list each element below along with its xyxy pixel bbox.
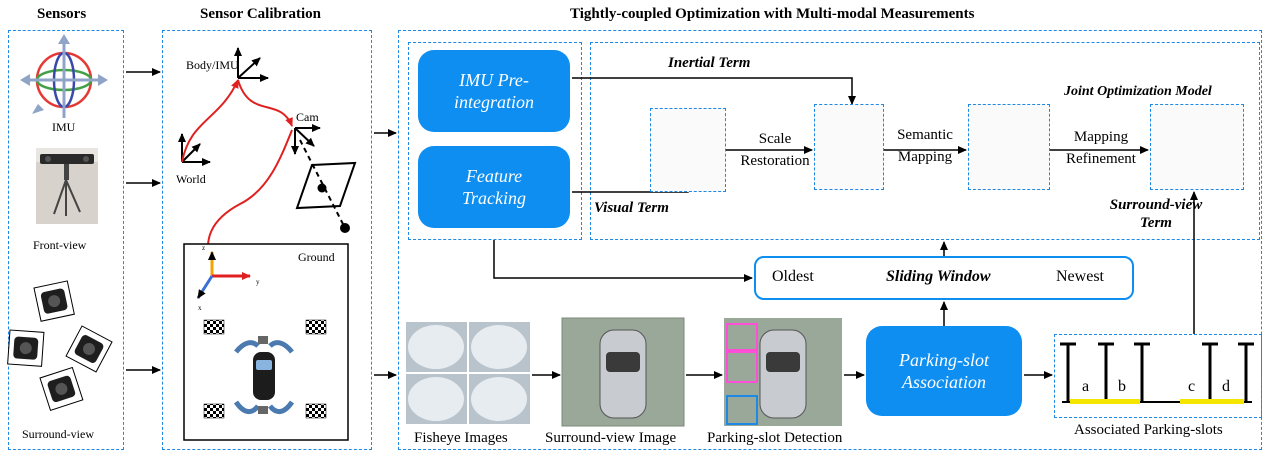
scale-restoration-label: Scale Restoration xyxy=(740,131,810,169)
joint-model-panel xyxy=(590,42,1260,240)
associated-slots-label: Associated Parking-slots xyxy=(1074,422,1223,438)
surround-view-label: Surround-view xyxy=(22,427,94,441)
associated-slots-panel xyxy=(1054,334,1262,418)
surround-cameras-photo xyxy=(7,280,113,411)
calibration-panel xyxy=(162,30,372,450)
parking-detection-label: Parking-slot Detection xyxy=(707,430,843,446)
map-frame-1 xyxy=(650,108,726,192)
sensors-title: Sensors xyxy=(37,6,87,22)
ground-axis-z: z xyxy=(202,244,206,252)
oldest-label: Oldest xyxy=(772,268,814,285)
front-view-label: Front-view xyxy=(33,238,87,252)
visual-term-label: Visual Term xyxy=(594,200,669,216)
ground-label: Ground xyxy=(298,250,335,264)
frontend-panel xyxy=(408,42,582,240)
associated-slots-highlight xyxy=(1070,399,1244,404)
mapping-refinement-label: Mapping Refinement xyxy=(1066,129,1136,167)
inertial-term-arrow xyxy=(572,77,856,105)
joint-model-label: Joint Optimization Model xyxy=(1064,84,1212,99)
ground-frame-axes xyxy=(196,251,251,299)
slot-d-label: d xyxy=(1222,378,1230,395)
feature-tracking-box: Feature Tracking xyxy=(418,146,570,228)
trajectory-body-world xyxy=(181,79,239,163)
map-frame-3 xyxy=(968,104,1050,190)
imu-globe-icon xyxy=(20,34,108,118)
cam-label: Cam xyxy=(296,110,319,124)
slot-a-label: a xyxy=(1082,378,1090,395)
surround-term-label: Surround-view Term xyxy=(1109,197,1203,231)
imu-preintegration-label: IMU Pre-integration xyxy=(454,70,534,112)
parking-detection-image xyxy=(724,318,842,426)
fisheye-images-label: Fisheye Images xyxy=(414,430,508,446)
map-frame-2 xyxy=(814,104,884,190)
body-imu-label: Body/IMU xyxy=(186,58,239,72)
ground-axis-y: y xyxy=(256,278,260,286)
parking-association-box: Parking-slot Association xyxy=(866,326,1022,416)
trajectory-cam-ground xyxy=(204,129,293,263)
optimization-title: Tightly-coupled Optimization with Multi-… xyxy=(570,6,975,22)
map-frame-4 xyxy=(1150,104,1244,190)
surround-image-label: Surround-view Image xyxy=(545,430,677,446)
sliding-window-label: Sliding Window xyxy=(886,268,991,285)
calibration-checkerboards xyxy=(203,319,327,419)
ground-axis-x: x xyxy=(198,304,202,312)
optimization-panel xyxy=(398,30,1262,450)
imu-label: IMU xyxy=(52,120,76,134)
calibration-car-icon xyxy=(233,336,295,414)
semantic-mapping-label: Semantic Mapping xyxy=(897,127,953,165)
calibration-title: Sensor Calibration xyxy=(200,6,321,22)
surround-view-image xyxy=(561,317,685,427)
fisheye-images xyxy=(406,322,530,424)
front-camera-photo xyxy=(36,148,98,224)
parking-association-label: Parking-slot Association xyxy=(899,350,989,392)
frontend-to-window-arrow xyxy=(493,240,753,282)
camera-projection-icon xyxy=(295,139,357,233)
body-frame-axes xyxy=(234,47,269,82)
inertial-term-label: Inertial Term xyxy=(668,55,751,71)
cam-frame-axes xyxy=(291,124,321,155)
slot-c-label: c xyxy=(1188,378,1196,395)
feature-tracking-label: Feature Tracking xyxy=(461,166,526,208)
world-label: World xyxy=(176,172,206,186)
slot-b-label: b xyxy=(1118,378,1126,395)
sliding-window-box xyxy=(754,256,1134,300)
sensors-panel xyxy=(8,30,124,450)
imu-preintegration-box: IMU Pre-integration xyxy=(418,50,570,132)
newest-label: Newest xyxy=(1056,268,1104,285)
trajectory-body-cam xyxy=(237,79,293,127)
